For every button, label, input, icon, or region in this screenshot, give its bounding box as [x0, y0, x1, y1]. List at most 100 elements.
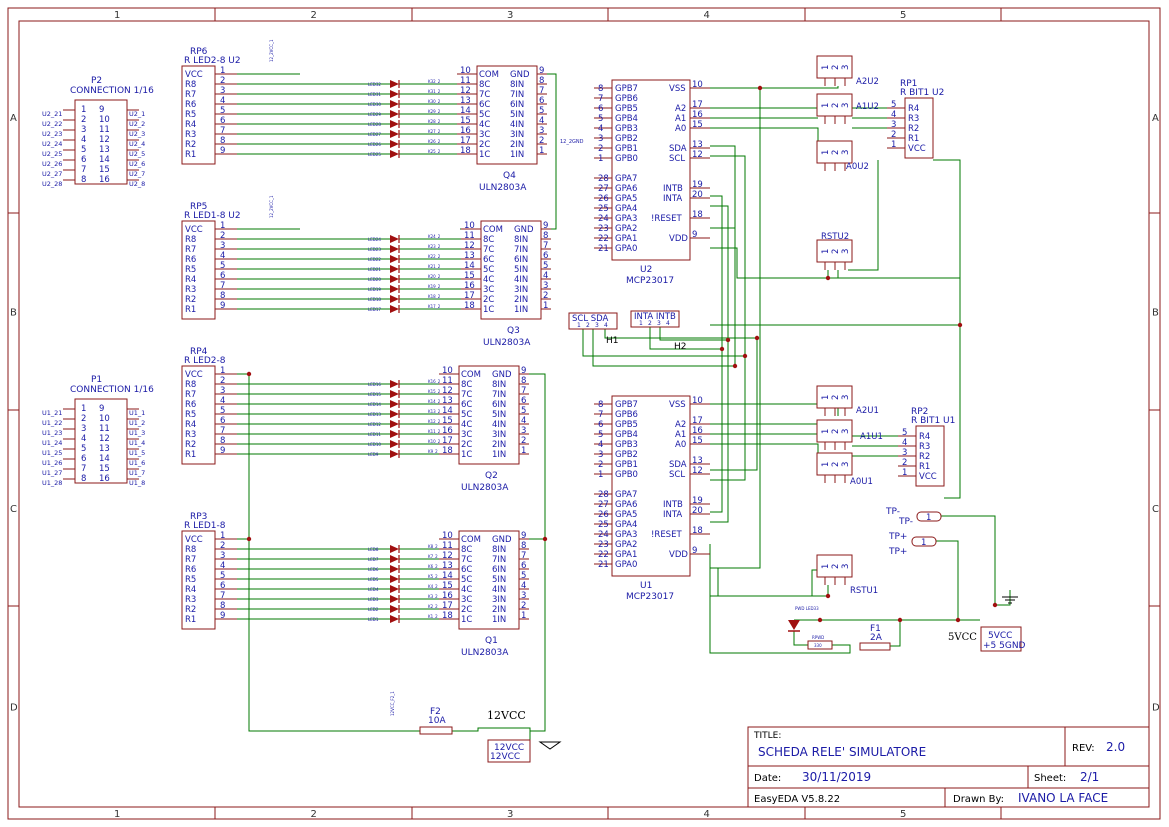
- driver-pin-number: 4: [521, 416, 526, 426]
- vcc12-box-line2: 12VCC: [490, 752, 520, 762]
- led-label: LED2: [368, 607, 379, 612]
- jumper-pin: 3: [841, 564, 851, 569]
- led-label: LED29: [368, 112, 381, 117]
- expander-pin-name: A1: [675, 430, 686, 440]
- expander-pin-number: 24: [598, 214, 609, 224]
- connector-pin: 16: [99, 175, 110, 185]
- expander-pin-name: GPB2: [615, 134, 638, 144]
- header-body: [568, 312, 618, 330]
- connector-pin: 6: [81, 454, 86, 464]
- expander-pin-number: 28: [598, 174, 609, 184]
- connector-net-right: U2_8: [129, 180, 145, 188]
- connector-pin: 10: [99, 414, 110, 424]
- wire: [452, 727, 531, 740]
- driver-pin-name: 8C: [461, 380, 472, 390]
- resistor-pack-pin-name: R7: [185, 555, 196, 565]
- connector-net-left: U2_21: [42, 110, 62, 118]
- led-label: LED16: [368, 382, 381, 387]
- jumper-ref: A1U2: [856, 102, 879, 112]
- connector-net-left: U1_23: [42, 429, 62, 437]
- resistor-pack-pin-number: 3: [220, 551, 225, 561]
- driver-pin-number: 16: [460, 126, 471, 136]
- driver-pin-name: COM: [479, 70, 499, 80]
- expander-body: [611, 79, 691, 261]
- expander-pin-number: 17: [692, 100, 703, 110]
- driver-pin-name: 8IN: [510, 80, 524, 90]
- driver-pin-number: 9: [521, 531, 526, 541]
- title-block: TITLE: SCHEDA RELE' SIMULATORE REV: 2.0 …: [747, 726, 1150, 808]
- frame-col-top-2: 2: [311, 10, 317, 21]
- resistor-pack-pin-name: R5: [185, 575, 196, 585]
- driver-pin-name: 6IN: [510, 100, 524, 110]
- header-ref: H1: [606, 336, 619, 346]
- led-icon: [390, 555, 399, 563]
- connector-ref: P1: [91, 375, 102, 385]
- resistor-pack-pin-name: R7: [185, 90, 196, 100]
- resistor-pack-name: R LED1-8 U2: [184, 211, 241, 221]
- net-label: K9_2: [428, 449, 438, 454]
- expander-pin-name: GPA7: [615, 490, 637, 500]
- resistor-pack-pin-number: 2: [220, 231, 225, 241]
- tp-minus-label-b: TP-: [898, 517, 913, 527]
- driver-pin-name: 8IN: [492, 380, 506, 390]
- junction-dot: [817, 617, 823, 623]
- rbit-pin-name: VCC: [919, 472, 937, 482]
- rbit-pin-name: VCC: [908, 144, 926, 154]
- driver-pin-number: 17: [442, 436, 453, 446]
- wire: [710, 340, 729, 523]
- header-body: [630, 310, 680, 328]
- expander-pin-number: 19: [692, 180, 703, 190]
- net-label-vcc-q3: 12_2VCC_1: [269, 195, 274, 218]
- frame-col-top-3: 3: [507, 10, 513, 21]
- expander-pin-name: GPA3: [615, 530, 637, 540]
- driver-pin-name: 6IN: [492, 565, 506, 575]
- net-label: K2_2: [428, 604, 438, 609]
- expander-pin-name: A2: [675, 104, 686, 114]
- jumper-pin: 1: [821, 249, 831, 254]
- led-icon: [390, 245, 399, 253]
- resistor-pack-pin-number: 4: [220, 396, 225, 406]
- led-icon: [390, 615, 399, 623]
- wire: [710, 349, 723, 513]
- driver-name: ULN2803A: [461, 648, 509, 658]
- connector-net-right: U1_5: [129, 449, 145, 457]
- expander-pin-name: GPA6: [615, 500, 637, 510]
- resistor-pack-pin-number: 2: [220, 76, 225, 86]
- expander-pin-name: VDD: [669, 234, 688, 244]
- net-label: K6_2: [428, 564, 438, 569]
- driver-pin-name: 2IN: [492, 440, 506, 450]
- connector-net-right: U1_6: [129, 459, 145, 467]
- net-label: K32_2: [428, 79, 441, 84]
- led-icon: [390, 585, 399, 593]
- driver-pin-name: 7IN: [492, 390, 506, 400]
- resistor-pack-pin-number: 7: [220, 126, 225, 136]
- expander-pin-number: 18: [692, 526, 703, 536]
- expander-pin-number: 22: [598, 234, 609, 244]
- net-label: K26_2: [428, 139, 441, 144]
- connector-pin: 1: [81, 105, 86, 115]
- junction-dot: [897, 617, 903, 623]
- driver-pin-name: GND: [492, 370, 512, 380]
- driver-pin-number: 13: [442, 396, 453, 406]
- resistor-pack-ref: RP3: [190, 512, 207, 522]
- resistor-pack-pin-name: VCC: [185, 225, 203, 235]
- connector-net-right: U2_2: [129, 120, 145, 128]
- expander-pin-name: GPB5: [615, 104, 638, 114]
- connector-pin: 3: [81, 424, 86, 434]
- resistor-pack-pin-number: 3: [220, 386, 225, 396]
- connector-net-right: U2_7: [129, 170, 145, 178]
- driver-pin-name: 1C: [483, 305, 494, 315]
- driver-pin-name: 8C: [479, 80, 490, 90]
- expander-pin-name: INTA: [663, 510, 682, 520]
- connector-net-right: U2_3: [129, 130, 145, 138]
- expander-pin-number: 26: [598, 510, 609, 520]
- resistor-pack-name: R LED2-8: [184, 356, 226, 366]
- resistor-pack-pin-name: R3: [185, 130, 196, 140]
- driver-body: [480, 220, 542, 320]
- vcc12-flag: 12VCC: [487, 709, 526, 722]
- resistor-pack-pin-number: 8: [220, 436, 225, 446]
